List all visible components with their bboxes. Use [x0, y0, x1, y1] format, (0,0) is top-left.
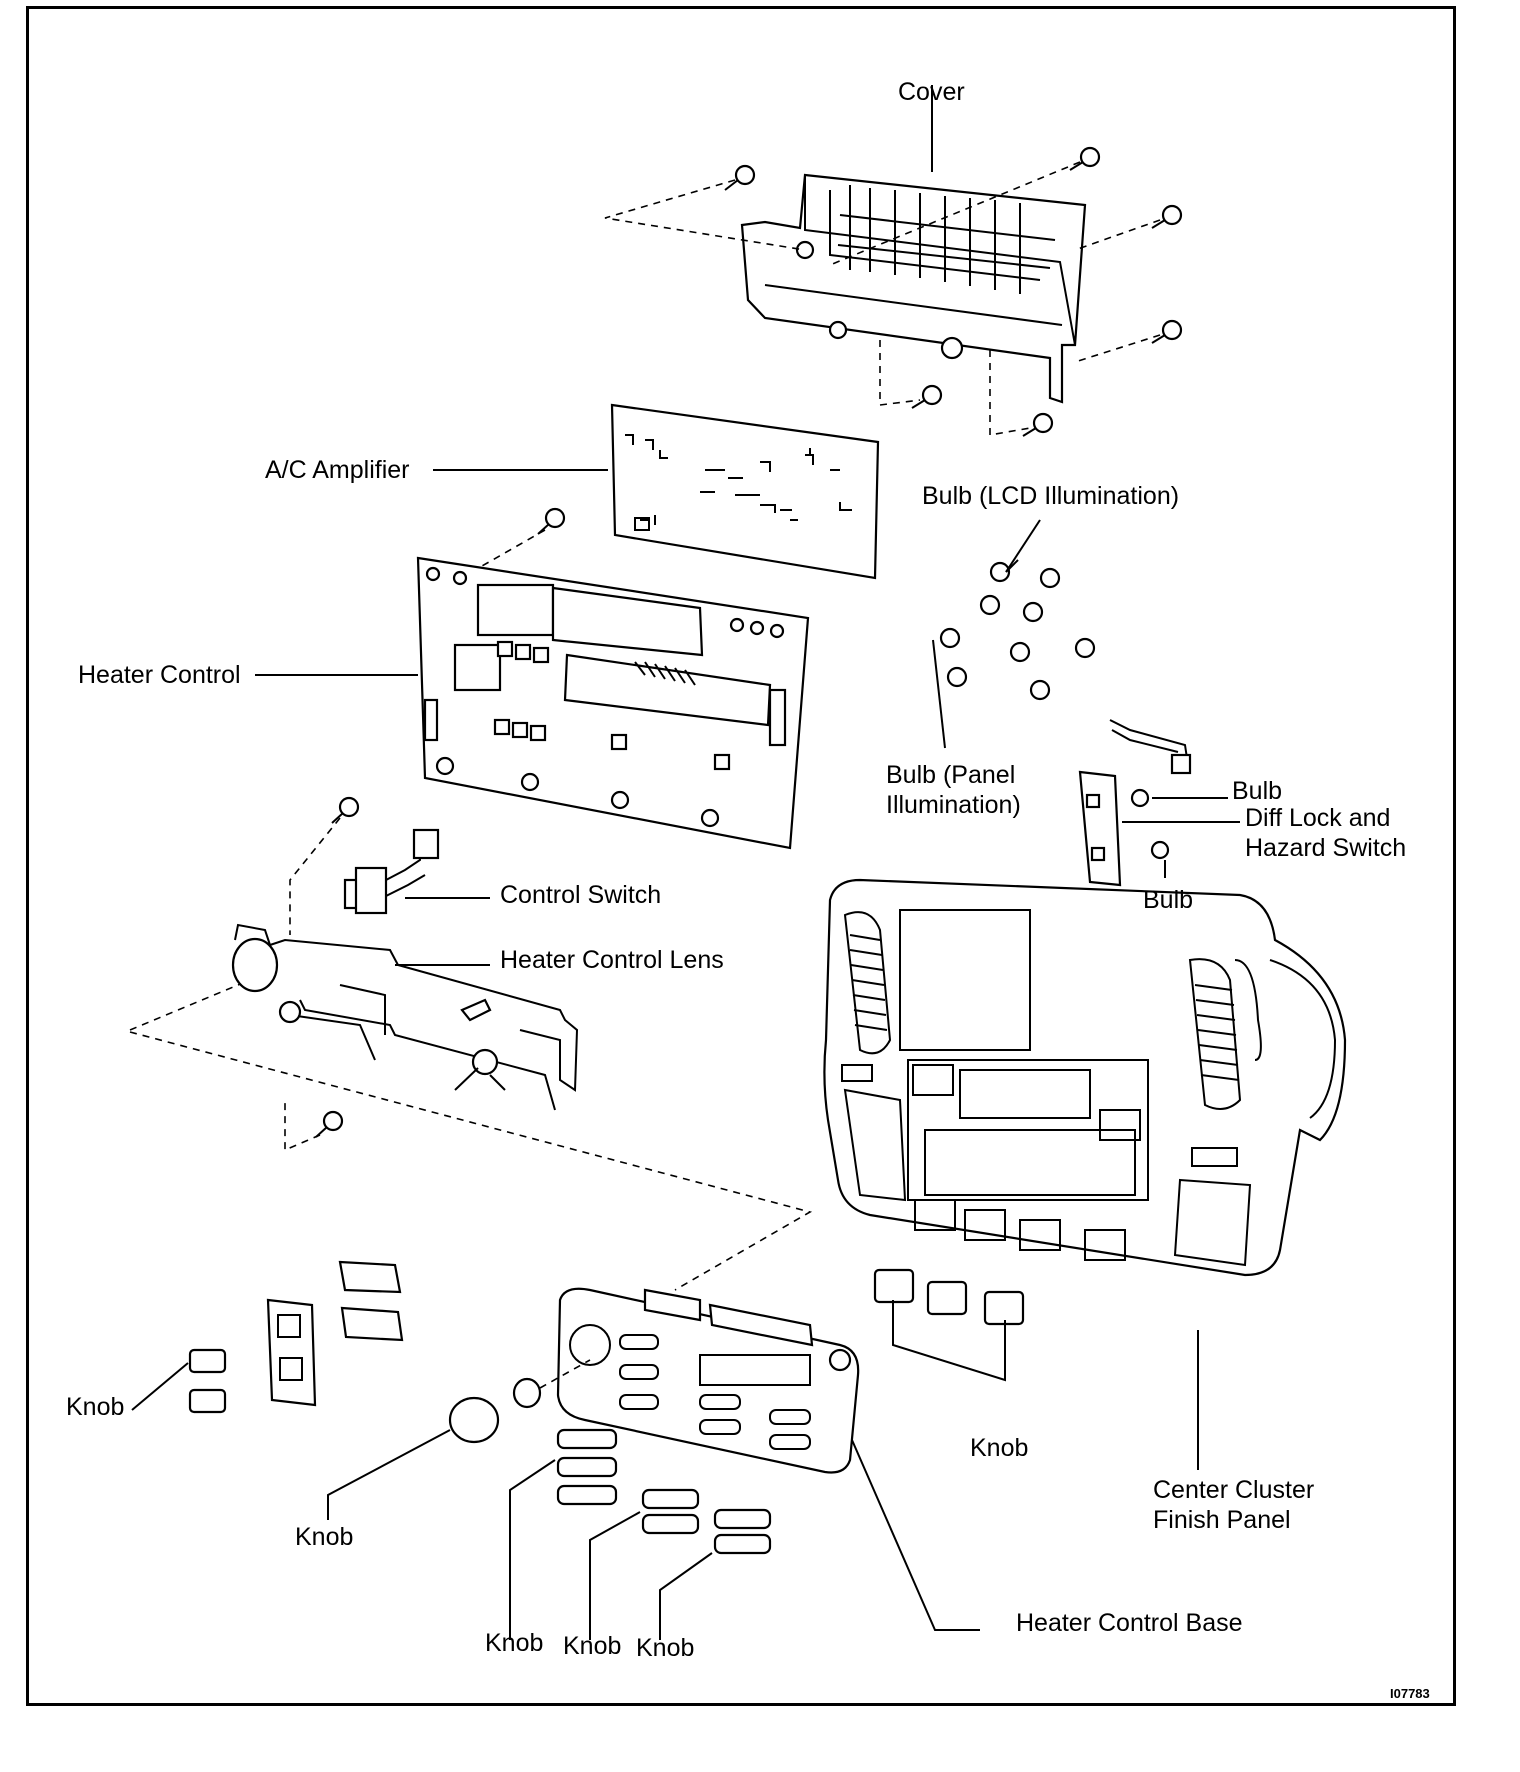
center-cluster-panel-part: [823, 878, 1347, 1277]
label-center-cluster: Center Cluster Finish Panel: [1153, 1476, 1315, 1534]
ac-amplifier-part: [610, 403, 880, 580]
label-diff-lock: Diff Lock and Hazard Switch: [1245, 804, 1407, 862]
label-knob-right: Knob: [970, 1434, 1029, 1462]
label-control-switch: Control Switch: [500, 881, 662, 909]
label-knob-bottom-1: Knob: [485, 1629, 544, 1657]
bulbs-panel-illumination: [939, 627, 1096, 701]
bulbs-lcd-illumination: [979, 561, 1061, 623]
figure-code: I07783: [1390, 1686, 1430, 1701]
label-heater-control: Heater Control: [78, 661, 241, 689]
heater-control-base-part: [556, 1287, 860, 1474]
label-knob-left: Knob: [66, 1393, 125, 1421]
cover-alignment-lines: [129, 161, 1161, 1291]
round-knob: [448, 1396, 500, 1444]
heater-control-lens-part: [231, 923, 579, 1111]
bottom-knobs: [556, 1428, 772, 1555]
label-knob-bottom-2: Knob: [563, 1632, 622, 1660]
label-bulb-1: Bulb: [1232, 777, 1283, 805]
right-knobs: [873, 1268, 1025, 1326]
cover-part: [740, 173, 1087, 404]
label-bulb-panel: Bulb (Panel Illumination): [886, 761, 1021, 819]
diff-lock-hazard-switch: [1078, 719, 1192, 887]
label-ac-amplifier: A/C Amplifier: [265, 456, 410, 484]
label-cover: Cover: [898, 78, 965, 106]
control-switch-part: [343, 828, 440, 915]
label-knob-bottom-3: Knob: [636, 1634, 695, 1662]
left-switch-parts: [188, 1260, 404, 1414]
knob-nut: [512, 1377, 542, 1409]
label-heater-control-base: Heater Control Base: [1016, 1609, 1243, 1637]
label-bulb-lcd: Bulb (LCD Illumination): [922, 482, 1180, 510]
heater-control-part: [416, 556, 810, 850]
label-heater-control-lens: Heater Control Lens: [500, 946, 724, 974]
label-bulb-2: Bulb: [1143, 886, 1194, 914]
cover-screws: [315, 146, 1183, 1138]
label-knob-round: Knob: [295, 1523, 354, 1551]
diagram-frame: [26, 6, 1456, 1706]
